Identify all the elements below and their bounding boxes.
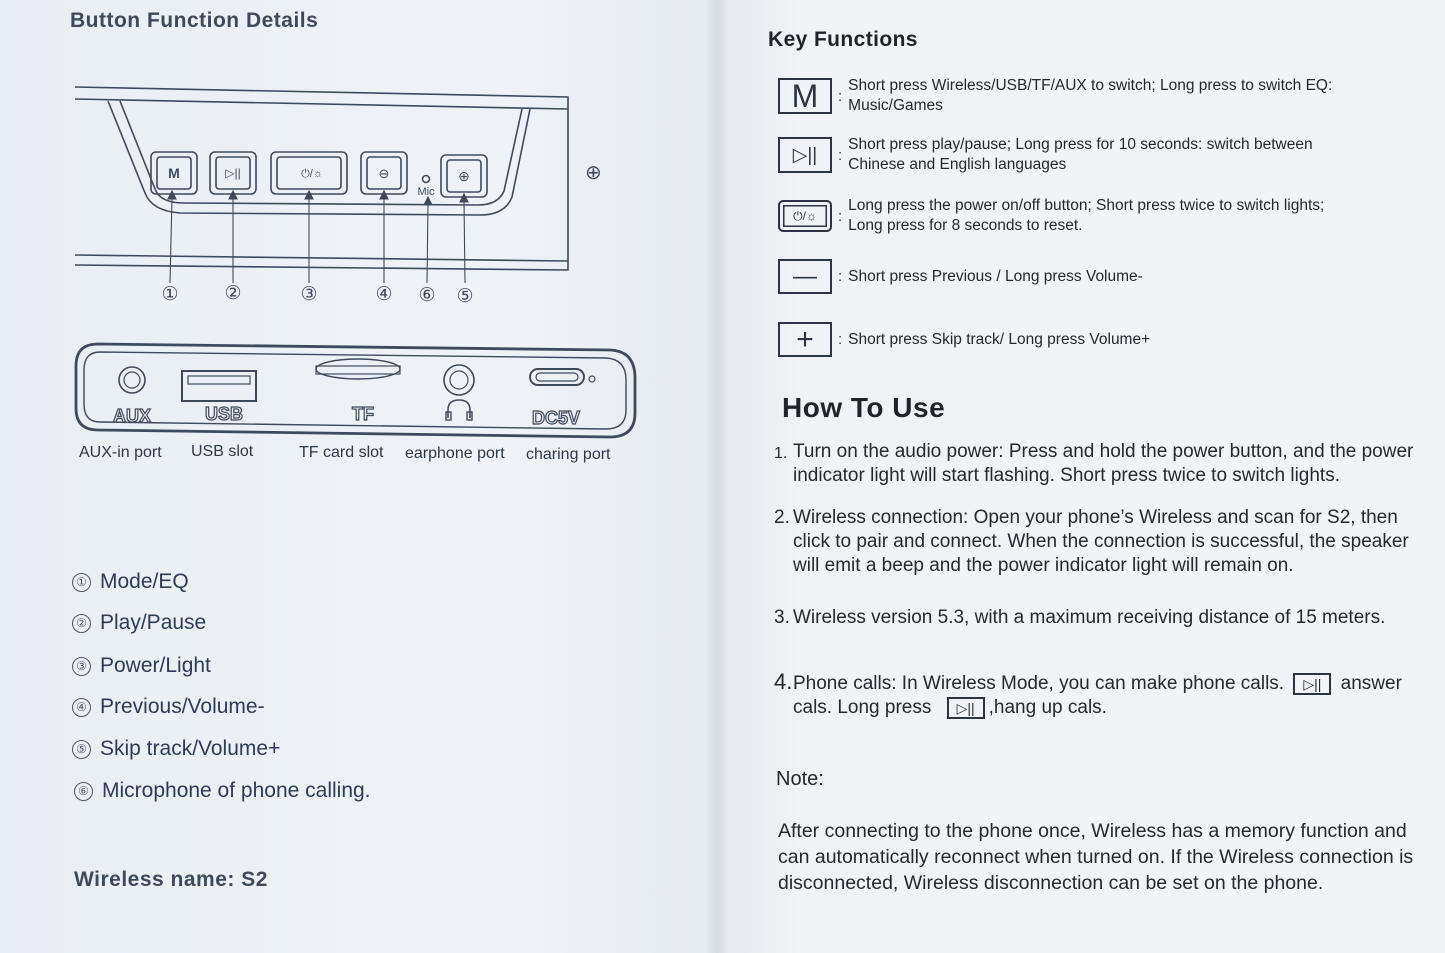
how-to-use-title: How To Use [782, 392, 946, 423]
key-row-mode: M : Short press Wireless/USB/TF/AUX to s… [778, 76, 1332, 116]
button-function-title: Button Function Details [70, 9, 319, 32]
play-pause-inline-icon: ▷|| [1293, 672, 1332, 695]
wireless-name: Wireless name: S2 [74, 868, 268, 891]
mode-key-icon: M [778, 78, 832, 114]
callout-2: ② [224, 283, 241, 304]
callout-3: ③ [300, 284, 317, 305]
right-page [715, 0, 1445, 953]
callout-6: ⑥ [418, 285, 435, 306]
svg-text:M: M [168, 165, 180, 181]
svg-text:▷||: ▷|| [225, 166, 240, 180]
tf-caption: TF card slot [299, 444, 384, 461]
usb-label: USB [205, 404, 243, 424]
callout-5: ⑤ [456, 286, 473, 307]
key-row-skip: + : Short press Skip track/ Long press V… [778, 322, 1150, 357]
dc-label: DC5V [532, 408, 580, 428]
svg-text:⏻/☼: ⏻/☼ [301, 168, 323, 180]
plus-key-icon: + [778, 322, 832, 357]
plus-symbol-icon: ⊕ [585, 162, 602, 184]
key-row-previous: — : Short press Previous / Long press Vo… [778, 259, 1143, 294]
key-row-power: ⏻/☼ : Long press the power on/off button… [778, 196, 1324, 236]
aux-caption: AUX-in port [79, 444, 162, 461]
key-functions-title: Key Functions [768, 28, 918, 51]
charging-caption: charing port [526, 446, 611, 463]
note-title: Note: [776, 768, 824, 790]
svg-text:⊖: ⊖ [379, 166, 390, 181]
ports-panel-diagram: AUX USB TF DC5V [74, 342, 637, 439]
power-light-key-icon: ⏻/☼ [778, 200, 832, 232]
play-pause-inline-icon-2: ▷|| [946, 696, 985, 719]
aux-label: AUX [113, 406, 151, 426]
callout-4: ④ [375, 284, 392, 305]
book-gutter [705, 0, 729, 953]
minus-key-icon: — [778, 259, 832, 294]
callout-1: ① [161, 284, 178, 305]
earphone-caption: earphone port [405, 445, 505, 462]
mic-label: Mic [417, 186, 435, 198]
svg-text:⊕: ⊕ [458, 168, 470, 184]
usb-caption: USB slot [191, 443, 254, 460]
note-text: After connecting to the phone once, Wire… [778, 820, 1414, 894]
tf-label: TF [352, 404, 374, 424]
left-page [0, 0, 715, 953]
button-panel-diagram: M ▷|| ⏻/☼ ⊖ ⊕ Mic ① ② ③ ④ ⑥ ⑤ [74, 86, 569, 307]
play-pause-key-icon: ▷|| [778, 137, 832, 173]
key-row-play: ▷|| : Short press play/pause; Long press… [778, 135, 1313, 175]
